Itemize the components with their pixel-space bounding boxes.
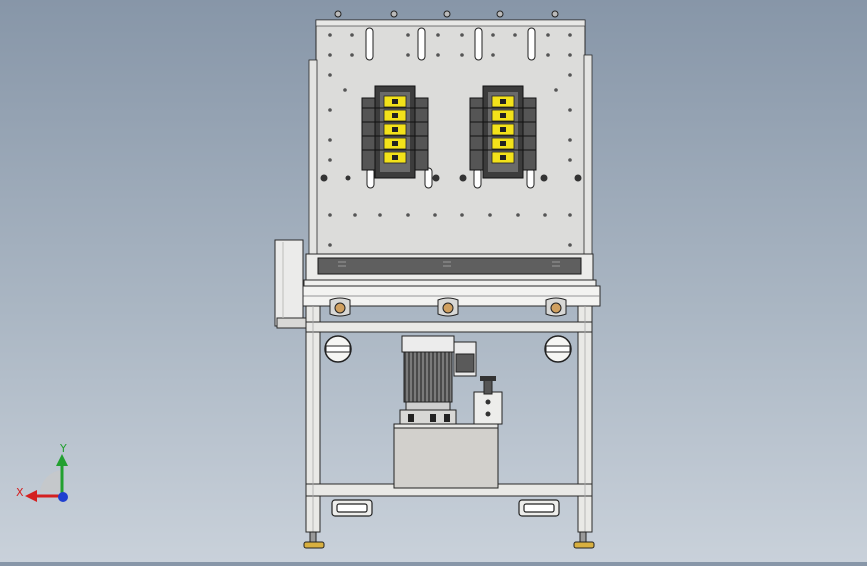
work-table	[299, 253, 601, 307]
mounting-slots	[365, 27, 536, 189]
pressure-gauges	[324, 335, 572, 363]
motor	[399, 335, 477, 427]
relief-valve	[473, 376, 503, 425]
top-bolts	[334, 10, 559, 18]
z-axis-dot	[58, 492, 68, 502]
y-axis-arrow	[56, 454, 68, 466]
leveling-feet	[303, 531, 595, 549]
frame	[305, 305, 593, 533]
y-axis-label: Y	[59, 442, 67, 455]
plate-holes	[328, 33, 572, 247]
valve-bank-left	[361, 85, 429, 179]
valve-bank-right	[469, 85, 537, 179]
corner-bolts	[320, 174, 582, 182]
base-handles	[331, 499, 560, 517]
axis-triad: Y X	[16, 442, 68, 502]
x-axis-label: X	[16, 486, 24, 499]
clamp-cylinders	[329, 297, 567, 317]
oil-tank	[393, 423, 499, 489]
back-plate	[308, 19, 593, 261]
x-axis-arrow	[25, 490, 37, 502]
side-cylinder	[274, 239, 310, 329]
